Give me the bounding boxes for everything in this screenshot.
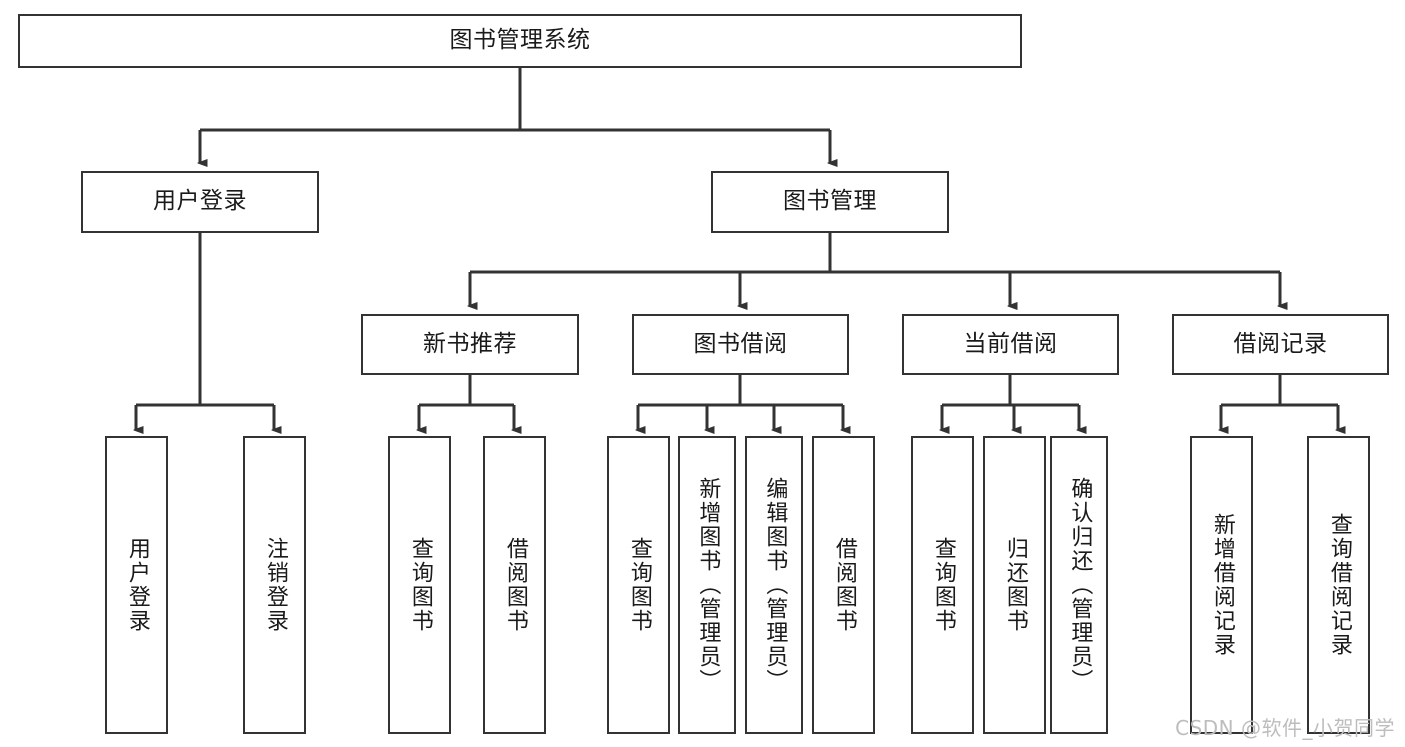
node-leaf-edit-book[interactable]: 编辑图书（管理员） — [745, 436, 803, 734]
edges-user-login-to-leaves — [136, 233, 274, 430]
node-leaf-borrow-book[interactable]: 借阅图书 — [812, 436, 875, 734]
node-book-borrow[interactable]: 图书借阅 — [632, 314, 849, 375]
node-user-login-label: 用户登录 — [153, 188, 247, 215]
node-root[interactable]: 图书管理系统 — [18, 14, 1022, 68]
node-leaf-query-borrow-record[interactable]: 查询借阅记录 — [1307, 436, 1370, 734]
node-leaf-user-login-label: 用户登录 — [124, 537, 150, 633]
node-book-borrow-label: 图书借阅 — [693, 330, 788, 357]
node-leaf-confirm-return-label: 确认归还（管理员） — [1067, 477, 1093, 693]
node-book-management-label: 图书管理 — [783, 188, 877, 215]
node-current-borrow-label: 当前借阅 — [963, 330, 1058, 357]
node-leaf-query-book-recommend[interactable]: 查询图书 — [388, 436, 451, 734]
node-leaf-query-book-recommend-label: 查询图书 — [407, 537, 433, 633]
node-leaf-add-book[interactable]: 新增图书（管理员） — [678, 436, 736, 734]
edges-book-management-to-level3 — [470, 233, 1280, 306]
edges-new-book-recommend-to-leaves — [419, 375, 514, 430]
node-leaf-add-borrow-record-label: 新增借阅记录 — [1209, 513, 1235, 657]
node-leaf-borrow-book-recommend-label: 借阅图书 — [502, 537, 528, 633]
node-book-management[interactable]: 图书管理 — [711, 171, 949, 233]
node-leaf-add-book-label: 新增图书（管理员） — [695, 477, 721, 693]
node-user-login[interactable]: 用户登录 — [81, 171, 319, 233]
node-leaf-return-book-label: 归还图书 — [1002, 537, 1028, 633]
node-leaf-borrow-book-label: 借阅图书 — [831, 537, 857, 633]
node-new-book-recommend-label: 新书推荐 — [423, 330, 517, 357]
node-leaf-query-book-current[interactable]: 查询图书 — [911, 436, 974, 734]
node-leaf-query-borrow-record-label: 查询借阅记录 — [1326, 513, 1352, 657]
node-new-book-recommend[interactable]: 新书推荐 — [361, 314, 579, 375]
node-leaf-edit-book-label: 编辑图书（管理员） — [762, 477, 788, 693]
edges-borrow-records-to-leaves — [1221, 375, 1338, 430]
node-leaf-logout[interactable]: 注销登录 — [243, 436, 306, 734]
node-leaf-return-book[interactable]: 归还图书 — [983, 436, 1046, 734]
node-current-borrow[interactable]: 当前借阅 — [902, 314, 1119, 375]
node-leaf-user-login[interactable]: 用户登录 — [105, 436, 168, 734]
edges-book-borrow-to-leaves — [638, 375, 843, 430]
node-root-label: 图书管理系统 — [449, 27, 591, 54]
node-leaf-borrow-book-recommend[interactable]: 借阅图书 — [483, 436, 546, 734]
node-leaf-add-borrow-record[interactable]: 新增借阅记录 — [1190, 436, 1253, 734]
edges-current-borrow-to-leaves — [942, 375, 1079, 430]
edges-root-to-level2 — [200, 68, 830, 163]
node-leaf-query-book-borrow-label: 查询图书 — [626, 537, 652, 633]
node-leaf-query-book-current-label: 查询图书 — [930, 537, 956, 633]
node-leaf-query-book-borrow[interactable]: 查询图书 — [607, 436, 670, 734]
node-leaf-logout-label: 注销登录 — [262, 537, 288, 633]
node-leaf-confirm-return[interactable]: 确认归还（管理员） — [1050, 436, 1108, 734]
node-borrow-records[interactable]: 借阅记录 — [1172, 314, 1389, 375]
node-borrow-records-label: 借阅记录 — [1233, 330, 1328, 357]
